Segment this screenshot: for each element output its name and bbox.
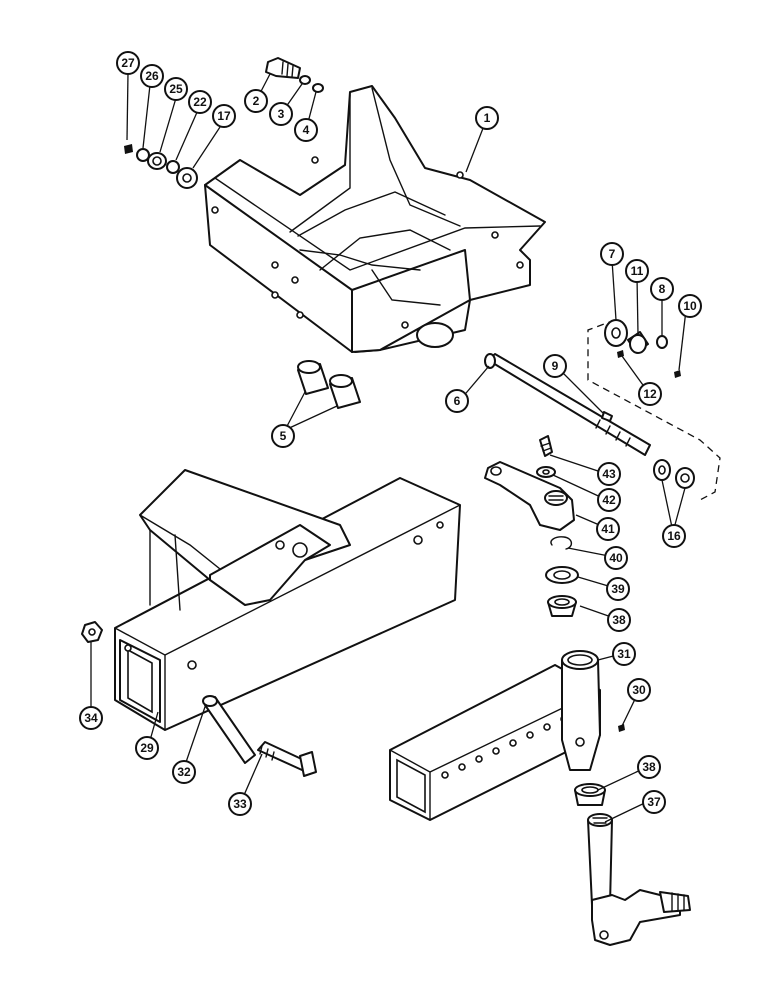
callout-38: 38 <box>607 608 631 632</box>
callout-label: 34 <box>84 711 98 725</box>
callout-label: 3 <box>278 107 285 121</box>
callout-8: 8 <box>650 277 674 301</box>
callout-37: 37 <box>642 790 666 814</box>
callout-39: 39 <box>606 577 630 601</box>
callout-label: 7 <box>609 247 616 261</box>
callout-label: 2 <box>253 94 260 108</box>
callout-42: 42 <box>597 488 621 512</box>
callout-1: 1 <box>475 106 499 130</box>
callout-7: 7 <box>600 242 624 266</box>
callout-31: 31 <box>612 642 636 666</box>
callout-41: 41 <box>596 517 620 541</box>
center-axle-extension <box>114 469 461 731</box>
callout-4: 4 <box>294 118 318 142</box>
callout-label: 8 <box>659 282 666 296</box>
callout-38-lower: 38 <box>637 755 661 779</box>
callout-25: 25 <box>164 77 188 101</box>
callout-10: 10 <box>678 294 702 318</box>
callout-17: 17 <box>212 104 236 128</box>
tie-rod <box>484 353 651 456</box>
axle-support-frame <box>204 85 546 353</box>
callout-26: 26 <box>140 64 164 88</box>
washers-16 <box>653 459 695 489</box>
callout-40: 40 <box>604 546 628 570</box>
callout-label: 38 <box>612 613 626 627</box>
callout-label: 32 <box>177 765 191 779</box>
callout-34: 34 <box>79 706 103 730</box>
callout-30: 30 <box>627 678 651 702</box>
callout-16: 16 <box>662 524 686 548</box>
callout-2: 2 <box>244 89 268 113</box>
callout-label: 41 <box>601 522 615 536</box>
callout-22: 22 <box>188 90 212 114</box>
callout-5: 5 <box>271 424 295 448</box>
callout-29: 29 <box>135 736 159 760</box>
callout-label: 5 <box>280 429 287 443</box>
callout-label: 38 <box>642 760 656 774</box>
callout-6: 6 <box>445 389 469 413</box>
callout-32: 32 <box>172 760 196 784</box>
steering-arm <box>484 435 575 531</box>
outer-axle-tube <box>389 650 625 821</box>
callout-label: 25 <box>169 82 183 96</box>
callout-9: 9 <box>543 354 567 378</box>
callout-label: 37 <box>647 795 661 809</box>
bushings <box>297 360 361 409</box>
callout-label: 11 <box>631 264 644 278</box>
callout-label: 30 <box>632 683 646 697</box>
callout-label: 10 <box>683 299 697 313</box>
callout-label: 9 <box>552 359 559 373</box>
spindle-assembly <box>574 783 691 946</box>
callout-label: 16 <box>667 529 681 543</box>
callout-label: 39 <box>611 582 625 596</box>
callout-label: 6 <box>454 394 461 408</box>
callout-43: 43 <box>597 462 621 486</box>
callout-label: 40 <box>609 551 623 565</box>
nut-pin-bolt <box>81 621 317 777</box>
washer-stack-left <box>124 144 198 189</box>
callout-label: 4 <box>303 123 310 137</box>
callout-12: 12 <box>638 382 662 406</box>
callout-label: 43 <box>602 467 616 481</box>
callout-label: 22 <box>193 95 207 109</box>
callout-3: 3 <box>269 102 293 126</box>
callout-label: 1 <box>484 111 491 125</box>
callout-label: 33 <box>233 797 247 811</box>
callout-label: 12 <box>643 387 657 401</box>
bolt-and-washers-top <box>265 57 324 93</box>
callout-label: 29 <box>140 741 154 755</box>
snap-ring-washer-bushing <box>545 536 579 617</box>
callout-label: 17 <box>217 109 231 123</box>
callout-11: 11 <box>625 259 649 283</box>
callout-label: 31 <box>617 647 631 661</box>
callout-33: 33 <box>228 792 252 816</box>
callout-label: 27 <box>121 56 135 70</box>
callout-label: 26 <box>145 69 159 83</box>
callout-label: 42 <box>602 493 616 507</box>
callout-27: 27 <box>116 51 140 75</box>
